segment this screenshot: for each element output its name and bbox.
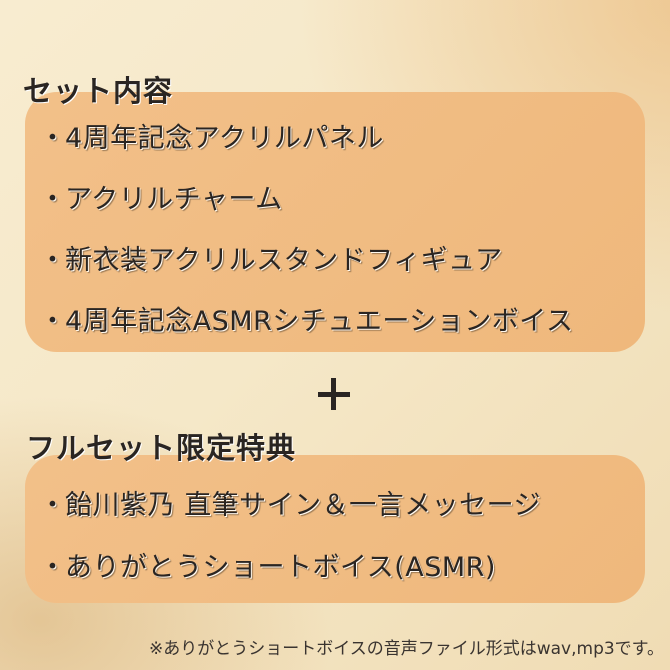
set-contents-heading: セット内容 [23,74,174,108]
full-set-bonus-box: ・飴川紫乃 直筆サイン＆一言メッセージ ・ありがとうショートボイス(ASMR) [25,455,645,603]
list-item: ・ありがとうショートボイス(ASMR) [39,545,496,584]
bullet: ・ [39,184,67,215]
list-item: ・新衣装アクリルスタンドフィギュア [39,238,503,277]
bullet: ・ [39,123,67,154]
list-item: ・4周年記念アクリルパネル [39,116,384,155]
item-label: 新衣装アクリルスタンドフィギュア [65,245,503,276]
set-contents-box: ・4周年記念アクリルパネル ・アクリルチャーム ・新衣装アクリルスタンドフィギュ… [25,92,645,352]
full-set-bonus-heading: フルセット限定特典 [26,431,297,465]
bullet: ・ [39,245,67,276]
list-item: ・4周年記念ASMRシチュエーションボイス [39,299,574,338]
list-item: ・飴川紫乃 直筆サイン＆一言メッセージ [39,483,541,522]
bullet: ・ [39,306,67,337]
item-label: 4周年記念ASMRシチュエーションボイス [65,306,574,337]
item-label: アクリルチャーム [65,184,283,215]
plus-icon [318,378,350,410]
bullet: ・ [39,490,67,521]
item-label: 4周年記念アクリルパネル [65,123,384,154]
bullet: ・ [39,552,67,583]
list-item: ・アクリルチャーム [39,177,283,216]
item-label: 飴川紫乃 直筆サイン＆一言メッセージ [65,490,542,521]
footnote: ※ありがとうショートボイスの音声ファイル形式はwav,mp3です。 [149,639,664,659]
item-label: ありがとうショートボイス(ASMR) [65,552,496,583]
